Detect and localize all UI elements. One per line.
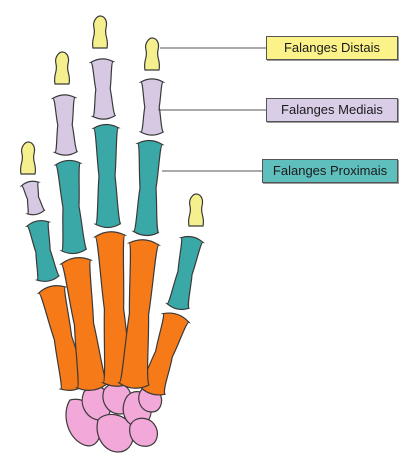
distal-phalanx bbox=[93, 16, 108, 48]
carpal-bones bbox=[66, 383, 162, 452]
distal-phalanx bbox=[189, 194, 204, 226]
metacarpal-bones bbox=[39, 232, 189, 395]
distal-phalanx bbox=[21, 142, 36, 174]
proximal-phalanx bbox=[56, 160, 87, 253]
medial-phalanx bbox=[22, 181, 45, 214]
carpal-bone bbox=[130, 418, 158, 446]
proximal-phalanx bbox=[167, 236, 203, 309]
leader-lines bbox=[158, 48, 266, 171]
medial-phalanx bbox=[141, 79, 163, 135]
medial-phalanx bbox=[53, 95, 77, 155]
label-proximal-phalanges: Falanges Proximais bbox=[262, 159, 398, 183]
proximal-phalanx bbox=[94, 124, 121, 227]
label-medial-phalanges: Falanges Mediais bbox=[266, 98, 398, 122]
proximal-phalanx bbox=[134, 140, 163, 235]
distal-phalanx bbox=[55, 52, 70, 84]
label-distal-phalanges: Falanges Distais bbox=[266, 36, 398, 60]
proximal-phalanx bbox=[27, 221, 59, 282]
distal-phalanx bbox=[145, 38, 160, 70]
medial-phalanx bbox=[91, 59, 115, 119]
